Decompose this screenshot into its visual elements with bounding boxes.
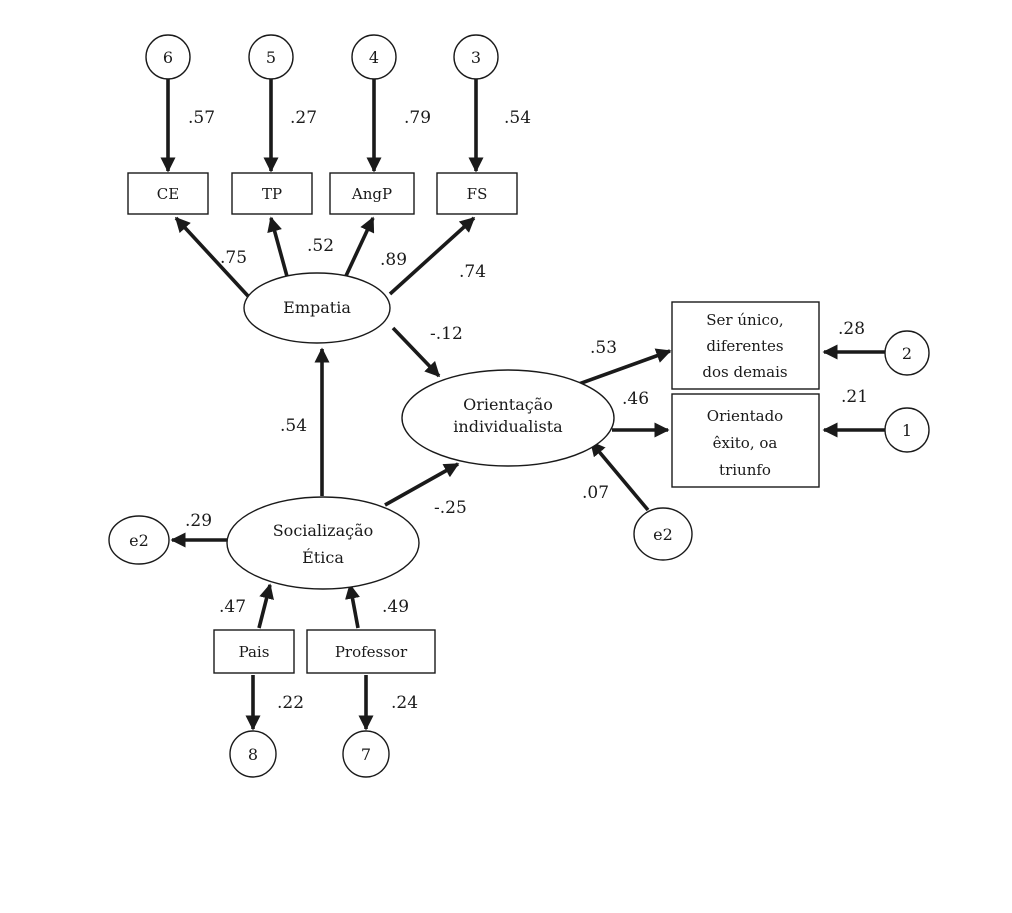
error-coef-tp: .27 xyxy=(290,108,317,128)
e2-to-orientacao-arrow xyxy=(589,440,650,512)
ser-unico-line3: dos demais xyxy=(702,363,787,381)
error-coef-ser-unico: .28 xyxy=(838,319,865,339)
error-circle-4-label: 4 xyxy=(369,48,379,67)
loading-orientacao-orientado-exito: .46 xyxy=(622,389,649,409)
error-circle-6: 6 xyxy=(145,34,191,80)
error-circle-7: 7 xyxy=(342,730,390,778)
loading-pais: .47 xyxy=(219,597,246,617)
indicator-box-fs: FS xyxy=(436,172,518,215)
indicator-box-professor: Professor xyxy=(306,629,436,674)
error-circle-1: 1 xyxy=(884,407,930,453)
coef-socializacao-orientacao: -.25 xyxy=(434,498,467,518)
orientacao-ellipse: Orientação individualista xyxy=(401,369,615,467)
orientado-exito-line3: triunfo xyxy=(719,461,771,479)
indicator-box-tp: TP xyxy=(231,172,313,215)
orientado-exito-line1: Orientado xyxy=(707,407,783,425)
error-circle-4: 4 xyxy=(351,34,397,80)
coef-socializacao-empatia: .54 xyxy=(280,416,307,436)
error-circle-8: 8 xyxy=(229,730,277,778)
orientacao-to-ser-unico-arrow xyxy=(575,348,672,387)
loading-orientacao-ser-unico: .53 xyxy=(590,338,617,358)
coef-socializacao-e2: .29 xyxy=(185,511,212,531)
empatia-label: Empatia xyxy=(283,298,351,317)
empatia-ellipse: Empatia xyxy=(243,272,391,344)
error-circle-8-label: 8 xyxy=(248,745,258,764)
ser-unico-line1: Ser único, xyxy=(706,311,783,329)
error-coef-pais: .22 xyxy=(277,693,304,713)
professor-to-socializacao-arrow xyxy=(345,583,360,629)
residual-circle-left: e2 xyxy=(108,515,170,565)
loading-empatia-tp: .52 xyxy=(307,236,334,256)
socializacao-label-line2: Ética xyxy=(302,547,344,567)
ser-unico-line2: diferentes xyxy=(706,337,783,355)
outcome-box-ser-unico: Ser único, diferentes dos demais xyxy=(671,301,820,390)
orientado-exito-line2: êxito, oa xyxy=(713,434,778,452)
error-circle-1-label: 1 xyxy=(902,421,912,440)
residual-circle-right: e2 xyxy=(633,507,693,561)
indicator-tp-label: TP xyxy=(262,185,282,203)
empatia-to-orientacao-arrow xyxy=(391,326,441,378)
indicator-fs-label: FS xyxy=(467,185,488,203)
indicator-professor-label: Professor xyxy=(335,643,408,661)
indicator-pais-label: Pais xyxy=(239,643,270,661)
error-coef-angp: .79 xyxy=(404,108,431,128)
indicator-box-angp: AngP xyxy=(329,172,415,215)
socializacao-to-orientacao-arrow xyxy=(384,462,460,507)
empatia-to-ce-arrow xyxy=(174,216,250,298)
residual-right-label: e2 xyxy=(653,525,673,544)
indicator-box-ce: CE xyxy=(127,172,209,215)
indicator-angp-label: AngP xyxy=(351,185,392,203)
residual-left-label: e2 xyxy=(129,531,149,550)
edges xyxy=(160,79,885,731)
loading-empatia-angp: .89 xyxy=(380,250,407,270)
error-circle-7-label: 7 xyxy=(361,745,371,764)
loading-empatia-ce: .75 xyxy=(220,248,247,268)
error-circle-5-label: 5 xyxy=(266,48,276,67)
empatia-to-angp-arrow xyxy=(343,216,375,279)
coef-empatia-orientacao: -.12 xyxy=(430,324,463,344)
error-circle-2: 2 xyxy=(884,330,930,376)
orientacao-label-line2: individualista xyxy=(453,417,563,436)
error-circle-5: 5 xyxy=(248,34,294,80)
error-coef-fs: .54 xyxy=(504,108,531,128)
empatia-to-tp-arrow xyxy=(267,216,290,281)
error-coef-orientado-exito: .21 xyxy=(841,387,868,407)
error-circle-2-label: 2 xyxy=(902,344,912,363)
error-circle-6-label: 6 xyxy=(163,48,173,67)
error-coef-professor: .24 xyxy=(391,693,418,713)
loading-empatia-fs: .74 xyxy=(459,262,486,282)
orientacao-label-line1: Orientação xyxy=(463,395,553,414)
error-circle-3-label: 3 xyxy=(471,48,481,67)
indicator-box-pais: Pais xyxy=(213,629,295,674)
error-coef-ce: .57 xyxy=(188,108,215,128)
error-circle-3: 3 xyxy=(453,34,499,80)
coef-e2-orientacao: .07 xyxy=(582,483,609,503)
pais-to-socializacao-arrow xyxy=(257,583,274,629)
socializacao-label-line1: Socialização xyxy=(273,521,374,540)
empatia-to-fs-arrow xyxy=(388,216,476,296)
outcome-box-orientado-exito: Orientado êxito, oa triunfo xyxy=(671,393,820,488)
socializacao-ellipse: Socialização Ética xyxy=(226,496,420,590)
indicator-ce-label: CE xyxy=(157,185,179,203)
loading-professor: .49 xyxy=(382,597,409,617)
